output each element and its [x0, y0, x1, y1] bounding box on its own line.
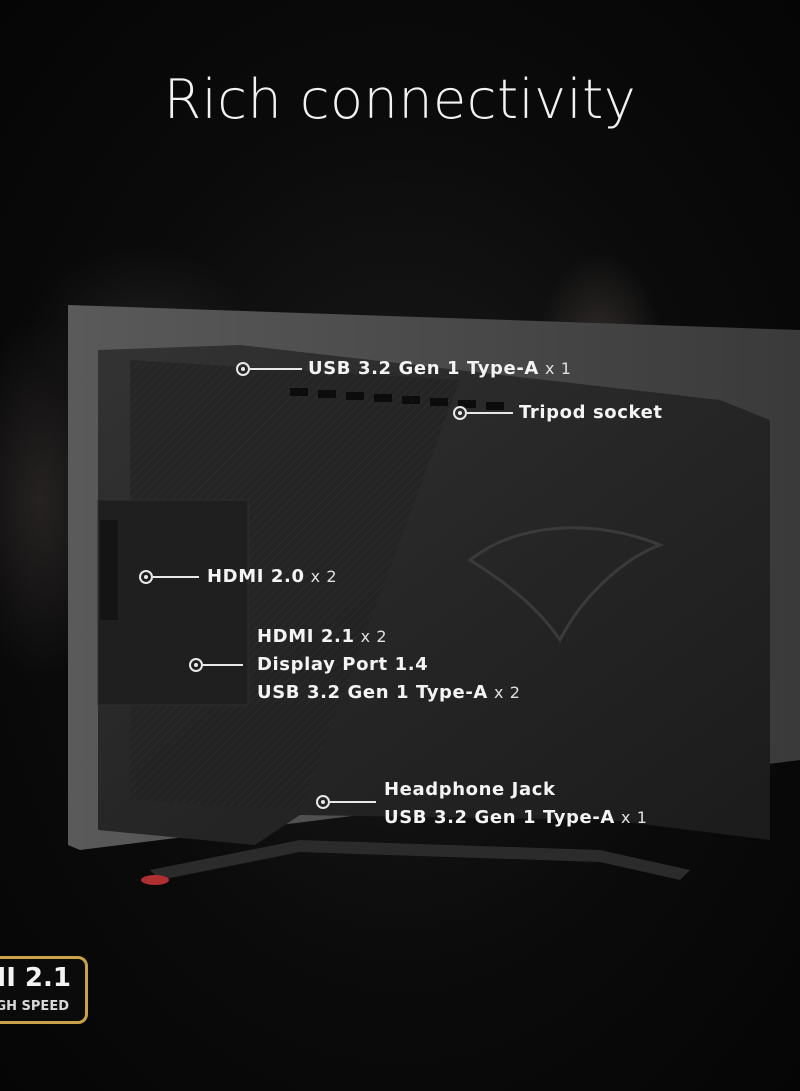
port-label: Headphone Jack [384, 779, 556, 800]
callout-marker-icon [316, 795, 330, 809]
hdmi-badge-version: MI 2.1 [0, 963, 71, 993]
callout-marker-icon [139, 570, 153, 584]
hdmi-badge-speed: GH SPEED [0, 999, 69, 1014]
page-title: Rich connectivity [163, 68, 637, 131]
port-label: Tripod socket [519, 402, 663, 423]
callout-marker-icon [189, 658, 203, 672]
callout-marker-icon [236, 362, 250, 376]
port-label: Display Port 1.4 [257, 654, 429, 675]
hdmi-badge: MI 2.1 GH SPEED [0, 956, 88, 1024]
callout-tripod: Tripod socket [453, 402, 663, 427]
callout-marker-icon [453, 406, 467, 420]
